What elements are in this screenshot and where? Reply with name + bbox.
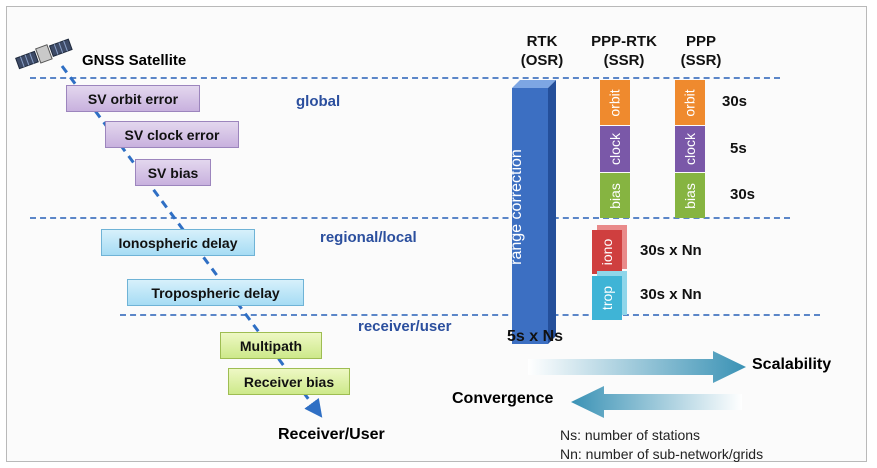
ppp-rtk-ssr-heading: PPP-RTK (SSR) [584, 32, 664, 70]
regional-separator [30, 217, 790, 219]
rtk-heading-line2: (OSR) [520, 52, 564, 69]
ppprtk-clock-block: clock [600, 126, 630, 172]
ppp-orbit-label: orbit [681, 88, 698, 117]
rtk-osr-heading: RTK (OSR) [510, 32, 574, 70]
region-receiver-label: receiver/user [358, 318, 452, 335]
ppp-bias-label: bias [682, 182, 698, 209]
ppprtk-clock-label: clock [607, 133, 623, 165]
global-separator [30, 77, 780, 79]
ppprtk-heading-line1: PPP-RTK [591, 33, 657, 50]
tropospheric-delay-box: Tropospheric delay [127, 279, 304, 306]
scalability-label: Scalability [752, 356, 832, 373]
ppprtk-iono-block: iono [592, 230, 622, 274]
orbit-interval: 30s [722, 93, 748, 110]
ppp-ssr-heading: PPP (SSR) [676, 32, 726, 70]
ppp-clock-block: clock [675, 126, 705, 172]
ppprtk-heading-line2: (SSR) [603, 52, 645, 69]
sv-clock-error-box: SV clock error [105, 121, 239, 148]
clock-interval: 5s [730, 140, 747, 157]
nn-note: Nn: number of sub-network/grids [560, 446, 764, 462]
ppp-heading-line2: (SSR) [680, 52, 722, 69]
range-correction-label: range correction [508, 149, 525, 265]
scalability-arrow [528, 351, 746, 383]
multipath-box: Multipath [220, 332, 322, 359]
bias-interval: 30s [730, 186, 756, 203]
satellite-icon [15, 38, 73, 70]
ns-note: Ns: number of stations [560, 427, 701, 443]
ppp-heading-line1: PPP [685, 33, 716, 50]
ppprtk-iono-label: iono [599, 238, 615, 266]
receiver-bias-box: Receiver bias [228, 368, 350, 395]
ppprtk-trop-label: trop [599, 285, 615, 311]
ppprtk-trop-block: trop [592, 276, 622, 320]
region-regional-label: regional/local [320, 229, 417, 246]
ppprtk-orbit-block: orbit [600, 80, 630, 125]
range-correction-bar [512, 80, 556, 344]
ppprtk-orbit-label: orbit [606, 88, 623, 117]
sv-orbit-error-box: SV orbit error [66, 85, 200, 112]
satellite-label: GNSS Satellite [82, 52, 187, 69]
ppprtk-bias-block: bias [600, 173, 630, 218]
iono-interval: 30s x Nn [640, 242, 702, 259]
sv-bias-box: SV bias [135, 159, 211, 186]
ppp-bias-block: bias [675, 173, 705, 218]
ppp-clock-label: clock [682, 133, 698, 165]
region-global-label: global [296, 93, 341, 110]
ppp-orbit-block: orbit [675, 80, 705, 125]
receiver-separator [120, 314, 820, 316]
ionospheric-delay-box: Ionospheric delay [101, 229, 255, 256]
rtk-interval: 5s x Ns [507, 328, 564, 345]
convergence-arrow [571, 386, 742, 418]
convergence-label: Convergence [452, 390, 554, 407]
receiver-user-label: Receiver/User [278, 426, 385, 443]
trop-interval: 30s x Nn [640, 286, 702, 303]
rtk-heading-line1: RTK [526, 33, 558, 50]
ppprtk-bias-label: bias [607, 182, 623, 209]
